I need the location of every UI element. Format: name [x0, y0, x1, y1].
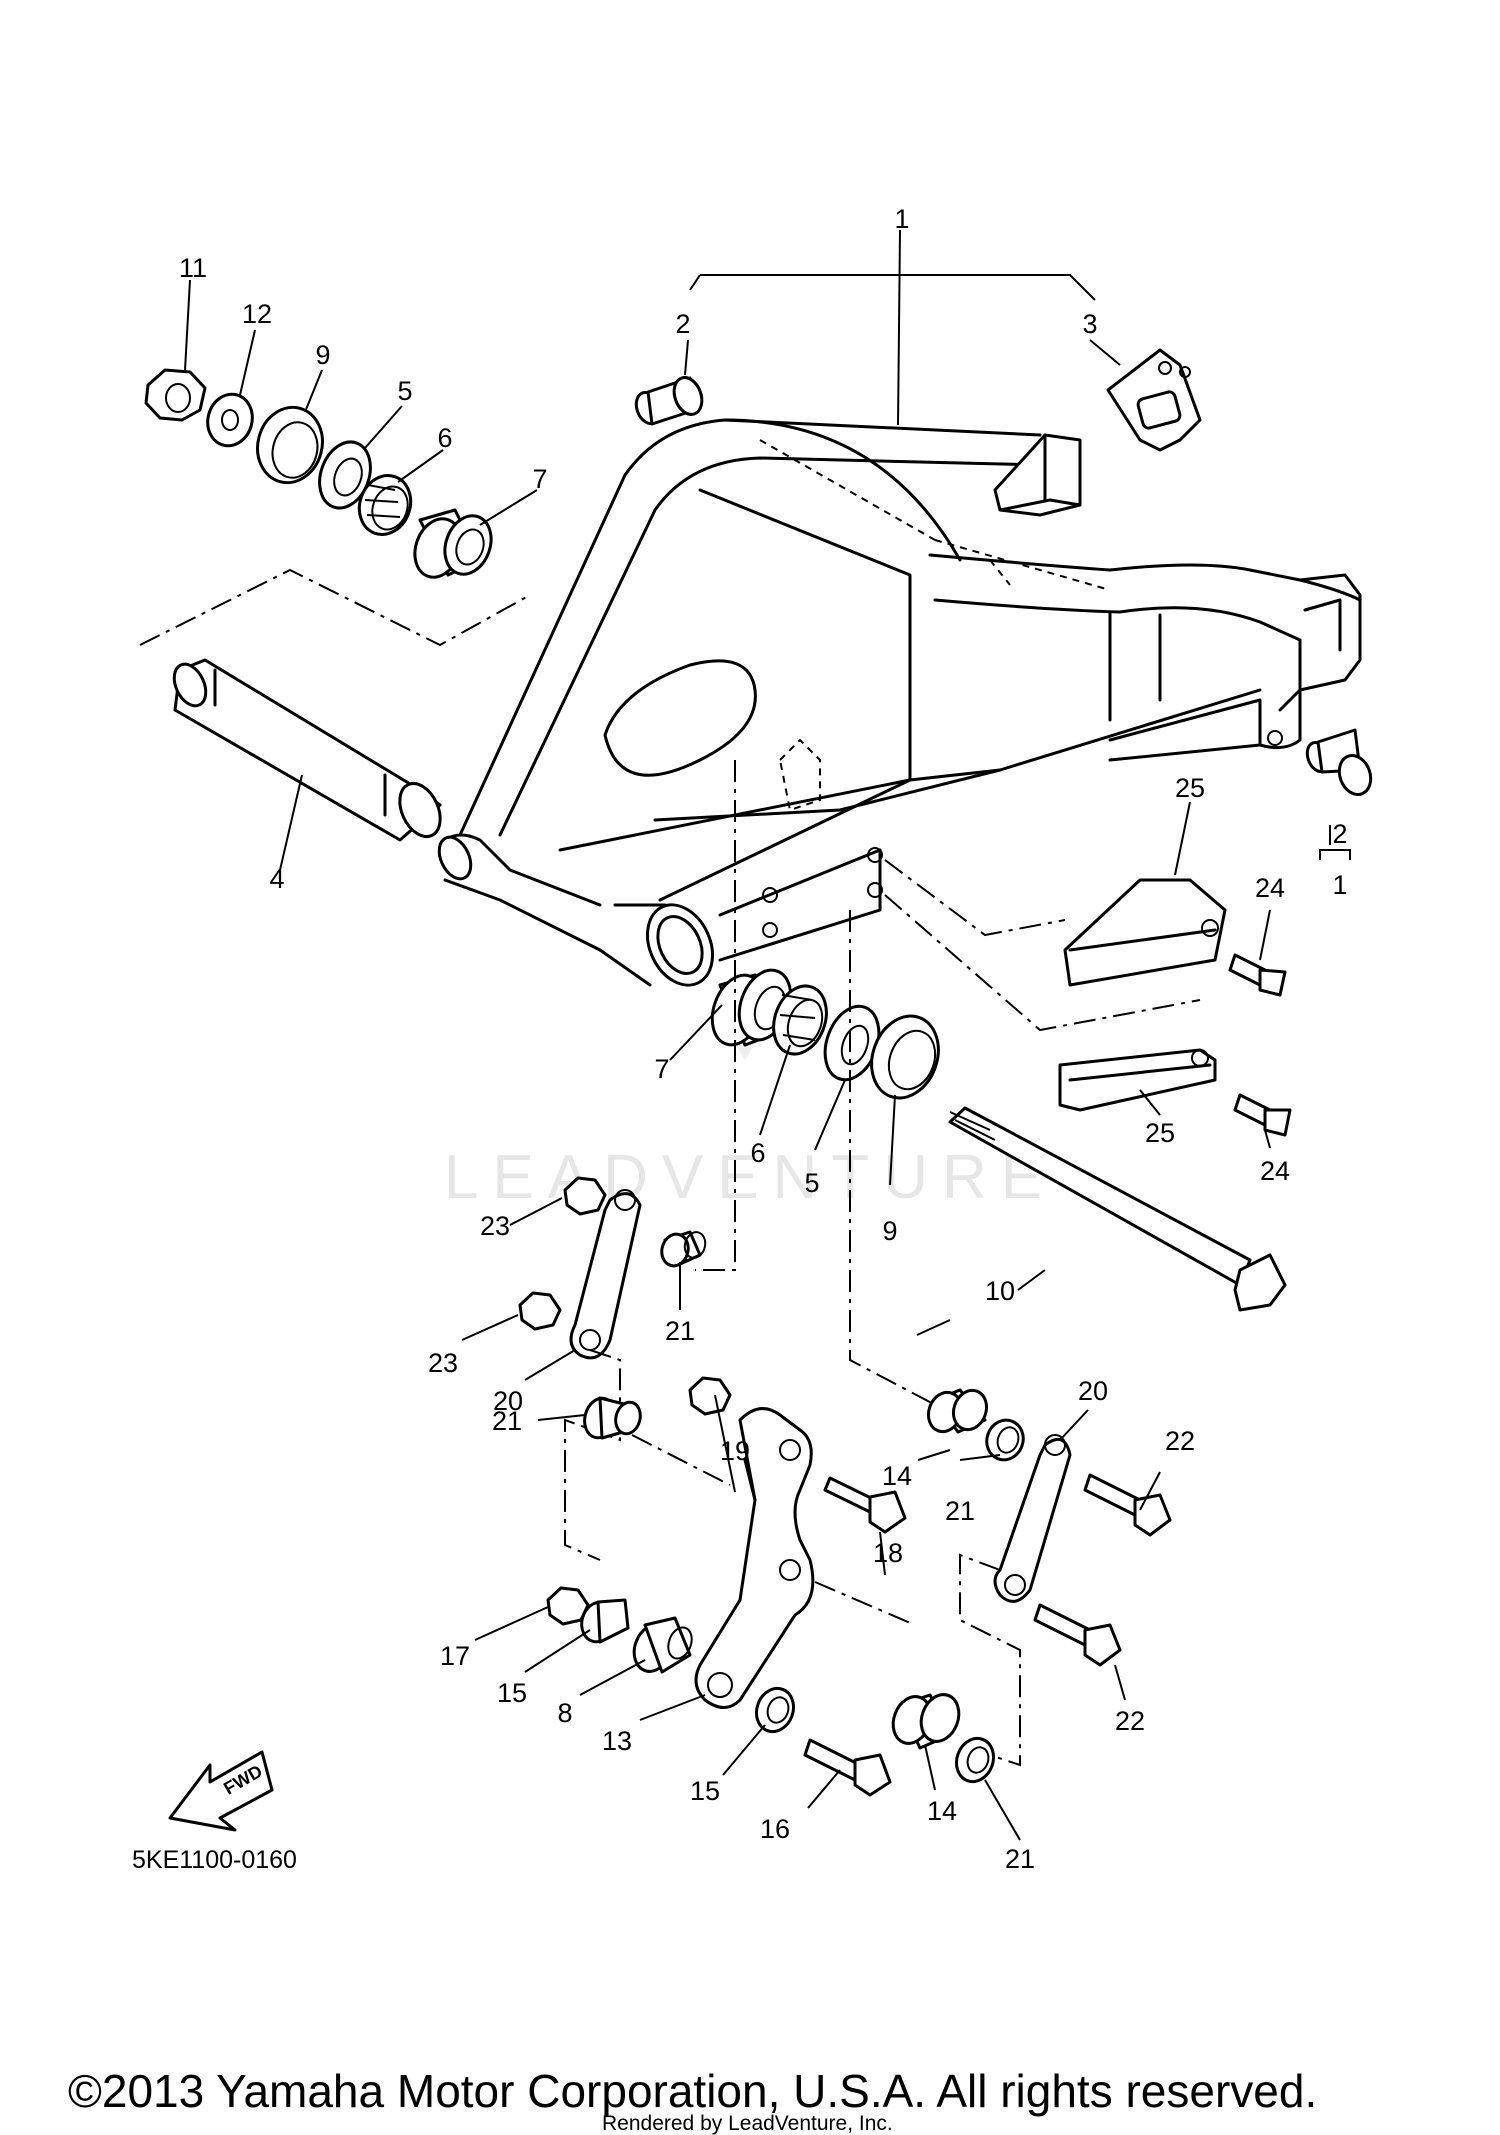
callout-23-top: 23: [480, 1211, 510, 1241]
callout-12: 12: [242, 299, 272, 329]
callout-24-lower: 24: [1260, 1156, 1290, 1186]
callout-2-right: 2: [1332, 819, 1347, 849]
fwd-arrow-icon: FWD: [168, 1750, 274, 1832]
chain-guides: [884, 859, 1292, 1137]
callout-6-lower: 6: [750, 1138, 765, 1168]
callout-13: 13: [602, 1726, 632, 1756]
bracket-3: [1106, 348, 1202, 452]
leader-lines: [184, 229, 1351, 1841]
callout-7-top: 7: [532, 464, 547, 494]
relay-arm: [546, 1376, 996, 1797]
watermark-text: LEADVENTURE: [444, 1143, 1056, 1212]
pivot-assembly-lower: [695, 760, 1287, 1411]
callout-15-left: 15: [497, 1678, 527, 1708]
callout-9-lower: 9: [882, 1216, 897, 1246]
watermark: LEADVENTURE: [444, 1010, 1056, 1212]
callout-22-lower: 22: [1115, 1706, 1145, 1736]
callout-21-right: 21: [945, 1496, 975, 1526]
link-arm-right: [926, 1388, 1172, 1767]
callout-23-lower: 23: [428, 1348, 458, 1378]
callout-2-top: 2: [675, 309, 690, 339]
drawing-code: 5KE1100-0160: [132, 1846, 297, 1874]
callout-11: 11: [179, 253, 207, 283]
callout-20-left: 20: [493, 1386, 523, 1416]
callout-1-right: 1: [1332, 870, 1347, 900]
callout-14-mid: 14: [882, 1461, 912, 1491]
rendered-by-text: Rendered by LeadVenture, Inc.: [602, 2112, 893, 2135]
callout-14-lower: 14: [927, 1796, 957, 1826]
callout-1-top: 1: [894, 204, 909, 234]
callout-9-top: 9: [315, 340, 330, 370]
callout-25-lower: 25: [1145, 1118, 1175, 1148]
callout-3: 3: [1082, 309, 1097, 339]
copyright-text: ©2013 Yamaha Motor Corporation, U.S.A. A…: [68, 2065, 1317, 2117]
callout-21-left: 21: [492, 1406, 522, 1436]
callout-4: 4: [269, 864, 284, 894]
callouts: 1 2 3 11 12 9 5 6 7 4 2 1 25 24 7 6 5 9 …: [179, 204, 1348, 1874]
callout-16: 16: [760, 1814, 790, 1844]
link-arm-left: [518, 1176, 707, 1561]
callout-15-lower: 15: [690, 1776, 720, 1806]
callout-17: 17: [440, 1641, 470, 1671]
callout-18: 18: [873, 1538, 903, 1568]
callout-22-top: 22: [1165, 1426, 1195, 1456]
callout-21-lower: 21: [1005, 1844, 1035, 1874]
callout-8: 8: [557, 1698, 572, 1728]
callout-19: 19: [720, 1436, 750, 1466]
callout-7-lower: 7: [654, 1054, 669, 1084]
callout-25-top: 25: [1175, 773, 1205, 803]
bushing-right: [1305, 728, 1373, 796]
pivot-assembly-top: [139, 368, 531, 842]
callout-6-top: 6: [437, 423, 452, 453]
callout-5-top: 5: [397, 376, 412, 406]
callout-5-lower: 5: [804, 1168, 819, 1198]
callout-20-right: 20: [1078, 1376, 1108, 1406]
bushing-top: [634, 376, 704, 426]
callout-10: 10: [985, 1276, 1015, 1306]
callout-24-top: 24: [1255, 873, 1285, 903]
callout-21-mid: 21: [665, 1316, 695, 1346]
